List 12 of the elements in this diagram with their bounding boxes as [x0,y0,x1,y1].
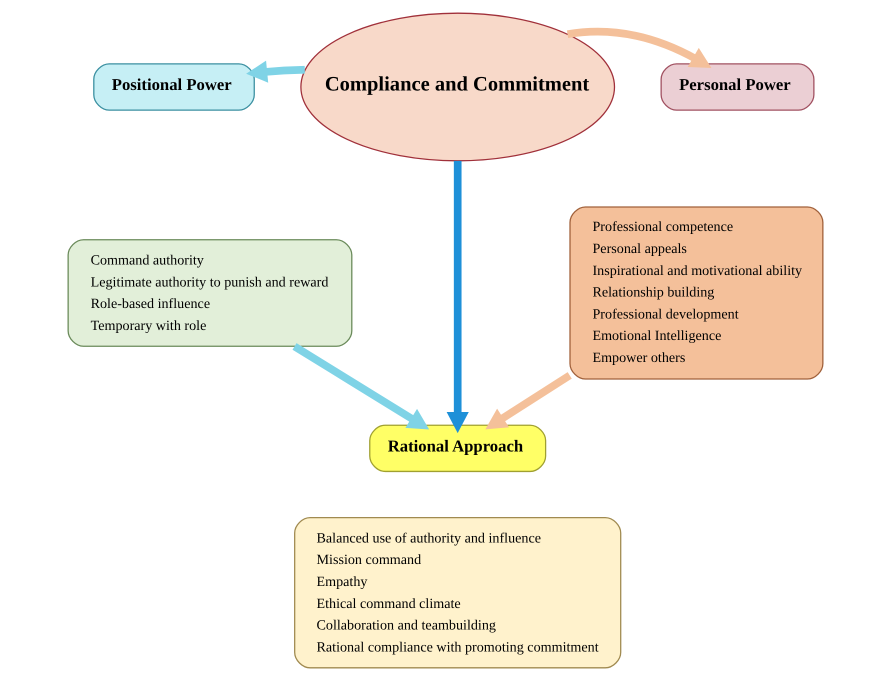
arrow [484,372,572,430]
node-ellipse: Compliance and Commitment [300,12,615,162]
arrow [566,28,711,68]
arrow [246,60,304,83]
node-box: Professional competence Personal appeals Inspirational and motivational ability Relationship building Professional development Emotional Intelligence Empower others [568,206,823,380]
node-box: Command authority Legitimate authority to punish and reward Role-based influence Temporary with role [67,239,352,347]
node-box: Personal Power [660,63,814,111]
node-box: Positional Power [92,63,254,111]
arrow [292,343,429,430]
node-box: Rational Approach [368,424,546,472]
node-box: Balanced use of authority and influence Mission command Empathy Ethical command climate Collaboration and teambuilding Rational compliance with promoting commitment [294,516,621,668]
arrow [446,160,468,434]
